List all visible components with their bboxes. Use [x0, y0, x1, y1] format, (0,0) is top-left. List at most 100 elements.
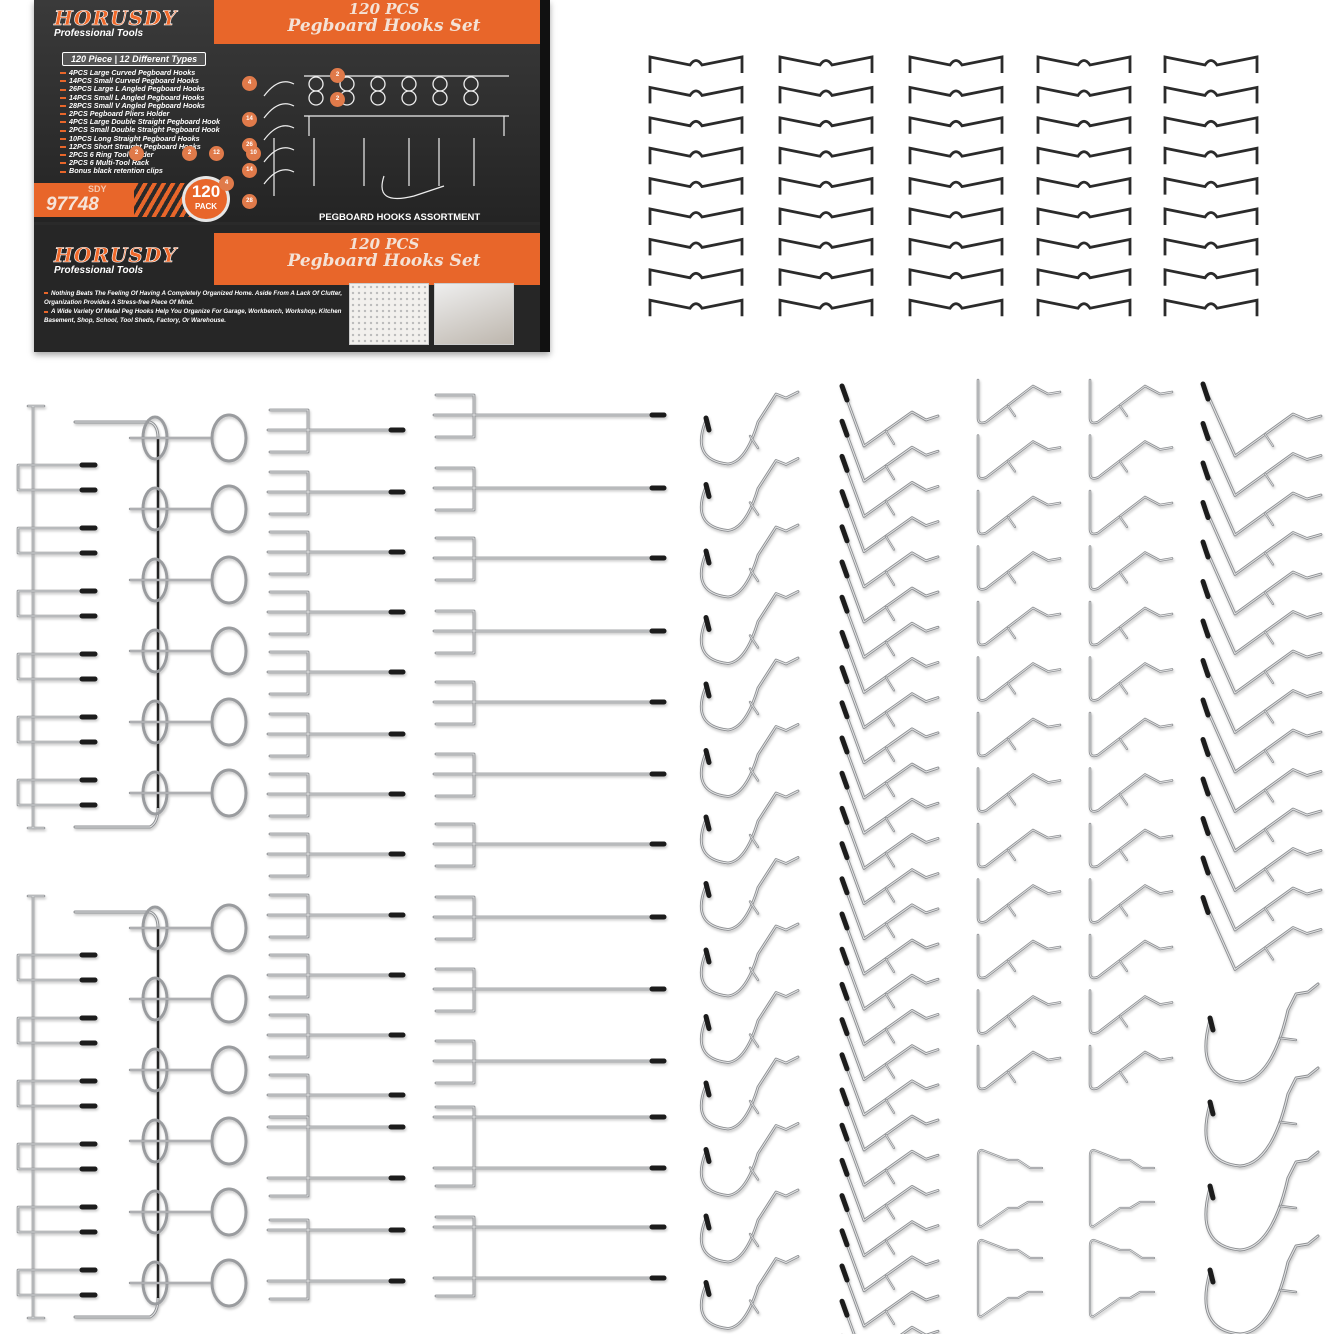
- retention-clip: [908, 207, 1004, 225]
- retention-clip: [1163, 298, 1259, 317]
- ring-tool-holder: [73, 413, 248, 829]
- v-angled-hook: [839, 735, 940, 800]
- small-l-angled-hook: [976, 434, 1062, 480]
- large-l-angled-hook: [1200, 579, 1323, 655]
- contents-item: 28PCS Small V Angled Pegboard Hooks: [60, 101, 220, 110]
- retention-clip: [778, 176, 874, 195]
- retention-clip: [648, 176, 744, 195]
- box-hook-diagram: [263, 75, 509, 200]
- long-straight-hook: [432, 1039, 667, 1085]
- long-straight-hook: [432, 536, 667, 582]
- small-l-angled-hook: [976, 489, 1062, 536]
- ring-tool-holders: [73, 413, 248, 1319]
- retention-clip: [648, 268, 744, 286]
- small-l-angled-hook: [976, 1044, 1062, 1091]
- retention-clip: [778, 85, 874, 104]
- diagram-count-badge: 12: [209, 146, 224, 161]
- diagram-count-badge: 2: [182, 146, 197, 161]
- short-straight-hook: [266, 953, 406, 999]
- small-l-angled-hook: [1088, 822, 1174, 869]
- v-angled-hook: [839, 1263, 940, 1328]
- retention-clip: [908, 298, 1004, 317]
- pliers-holder: [1088, 1238, 1156, 1318]
- long-straight-hook: [432, 393, 667, 439]
- small-l-angled-hook: [1088, 767, 1174, 813]
- large-curved-hooks: [1204, 982, 1320, 1334]
- retention-clip: [1163, 268, 1259, 286]
- short-straight-hook: [266, 712, 406, 758]
- retention-clip: [1036, 116, 1132, 134]
- front-brand-tagline: Professional Tools: [54, 265, 144, 276]
- v-angled-hook: [839, 1087, 940, 1152]
- small-l-angled-hook: [1088, 1044, 1174, 1091]
- v-angled-hook: [839, 489, 940, 553]
- lid-title-bar: [214, 0, 540, 44]
- brand-logo: HORUSDY Professional Tools: [54, 6, 204, 39]
- small-l-angled-hook: [1088, 933, 1174, 980]
- short-straight-hook: [266, 832, 406, 878]
- large-l-angled-hook: [1200, 539, 1323, 616]
- retention-clip: [908, 237, 1004, 256]
- front-title-bar: [214, 233, 540, 285]
- retention-clip: [778, 207, 874, 225]
- small-l-angled-hook: [1088, 545, 1174, 591]
- retention-clip: [1036, 146, 1132, 165]
- retention-clip: [908, 85, 1004, 104]
- small-curved-hook: [699, 1255, 800, 1330]
- contents-item: 4PCS Large Curved Pegboard Hooks: [60, 68, 220, 77]
- small-l-angled-hook: [976, 933, 1062, 980]
- front-title: 120 PCS Pegboard Hooks Set: [234, 236, 534, 271]
- sku-number: 97748: [46, 194, 99, 215]
- retention-clip: [1163, 116, 1259, 134]
- v-angled-hook: [839, 700, 940, 765]
- diagram-count-badge: 28: [242, 194, 257, 209]
- brand-tagline: Professional Tools: [54, 28, 144, 39]
- large-l-angled-hook: [1200, 658, 1323, 734]
- large-l-angled-hook: [1200, 618, 1323, 695]
- double-straight-hook: [266, 1218, 406, 1301]
- pack-word: PACK: [194, 202, 218, 211]
- retention-clip: [1036, 55, 1132, 73]
- small-curved-hook: [699, 590, 800, 665]
- long-straight-hook: [432, 609, 667, 655]
- small-curved-hook: [699, 789, 800, 865]
- v-angled-hook: [839, 1157, 940, 1222]
- small-curved-hook: [699, 656, 800, 732]
- contents-item: 14PCS Small Curved Pegboard Hooks: [60, 76, 220, 85]
- long-straight-hook: [432, 752, 667, 798]
- pliers-holder: [976, 1148, 1044, 1228]
- small-l-angled-hook: [976, 378, 1062, 425]
- retention-clip: [1036, 237, 1132, 256]
- small-l-angled-hook: [976, 767, 1062, 813]
- retention-clip: [778, 298, 874, 317]
- short-straight-hook: [266, 772, 406, 818]
- diagram-count-badge: 4: [219, 176, 234, 191]
- box-title-line2: Pegboard Hooks Set: [287, 15, 481, 36]
- v-angled-hook: [839, 946, 940, 1011]
- small-l-angled-hook: [976, 878, 1062, 924]
- diagram-count-badge: 4: [242, 76, 257, 91]
- large-l-angled-hook: [1200, 776, 1323, 853]
- box-front: HORUSDY Professional Tools 120 PCS Pegbo…: [34, 225, 540, 352]
- retention-clip: [648, 207, 744, 225]
- small-l-angled-hook: [1088, 489, 1174, 536]
- diagram-count-badge: 10: [246, 146, 261, 161]
- small-curved-hook: [699, 723, 800, 798]
- v-angled-hooks: [839, 383, 940, 1334]
- v-angled-hook: [839, 841, 940, 905]
- v-angled-hook: [839, 981, 940, 1046]
- pack-number: 120: [191, 182, 221, 201]
- short-straight-hook: [266, 893, 406, 939]
- small-curved-hooks: [699, 390, 800, 1330]
- long-straight-hook: [432, 967, 667, 1013]
- retention-clip: [1036, 176, 1132, 195]
- small-l-angled-hook: [976, 545, 1062, 591]
- box-side: [540, 0, 550, 352]
- retention-clip: [778, 146, 874, 165]
- contents-item: Bonus black retention clips: [60, 167, 220, 175]
- v-angled-hook: [839, 911, 940, 976]
- contents-item: 2PCS Pegboard Pliers Holder: [60, 109, 220, 118]
- large-curved-hook: [1204, 1150, 1320, 1252]
